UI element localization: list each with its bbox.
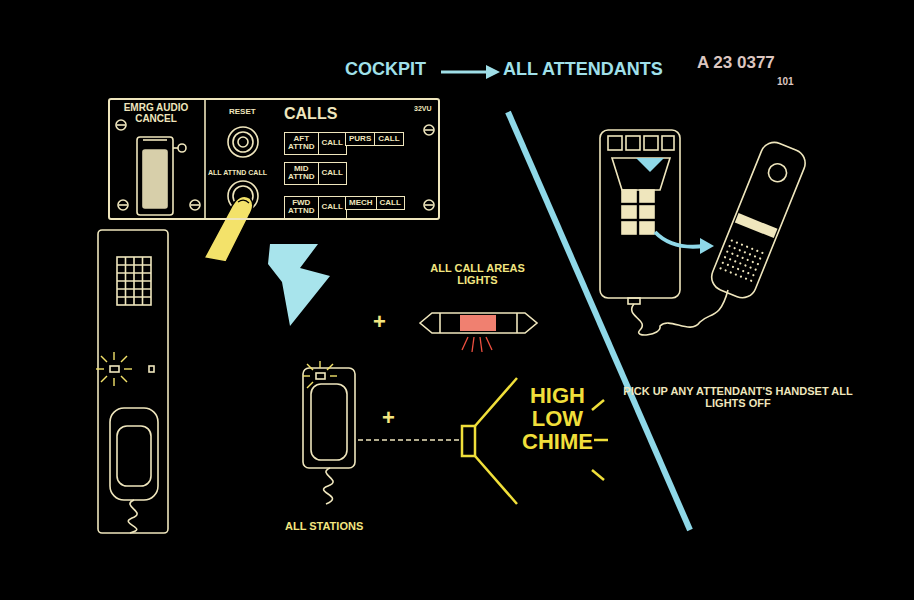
button-action: CALL [318,133,346,154]
label: ALL ATTND CALL [208,169,267,177]
button-action: CALL [318,163,346,184]
call-area-light [420,313,537,352]
label: + [373,310,386,334]
label: HIGH LOW CHIME [522,384,593,453]
call-button: AFT ATTNDCALL [284,132,347,155]
button-name: MID ATTND [285,163,318,184]
label: PICK UP ANY ATTENDANT'S HANDSET ALL LIGH… [622,385,854,409]
label: A 23 0377 [697,54,775,73]
call-button: PURSCALL [345,132,404,146]
label: ALL CALL AREAS LIGHTS [420,262,535,286]
label: RESET [229,108,256,117]
label: ALL ATTENDANTS [503,60,663,80]
button-name: FWD ATTND [285,197,318,218]
title-arrow [441,65,500,79]
label: COCKPIT [345,60,426,80]
divider [508,112,690,530]
label: 101 [777,76,794,87]
button-action: CALL [318,197,346,218]
button-action: CALL [374,133,402,145]
chime-speaker [462,378,608,504]
call-button: FWD ATTNDCALL [284,196,347,219]
down-arrow [268,244,330,326]
handset [707,138,809,302]
attendant-station [303,361,460,504]
attendant-panel [96,230,168,533]
label: EMRG AUDIO CANCEL [110,102,202,124]
call-button: MECHCALL [345,196,405,210]
panel-heading: CALLS [284,105,337,123]
call-button: MID ATTNDCALL [284,162,347,185]
label: 32VU [414,105,432,113]
pressing-finger [204,196,253,262]
button-action: CALL [376,197,404,209]
label: ALL STATIONS [285,520,363,532]
handset-base [600,130,728,335]
label: + [382,406,395,430]
button-name: PURS [346,133,374,145]
button-name: MECH [346,197,376,209]
button-name: AFT ATTND [285,133,318,154]
